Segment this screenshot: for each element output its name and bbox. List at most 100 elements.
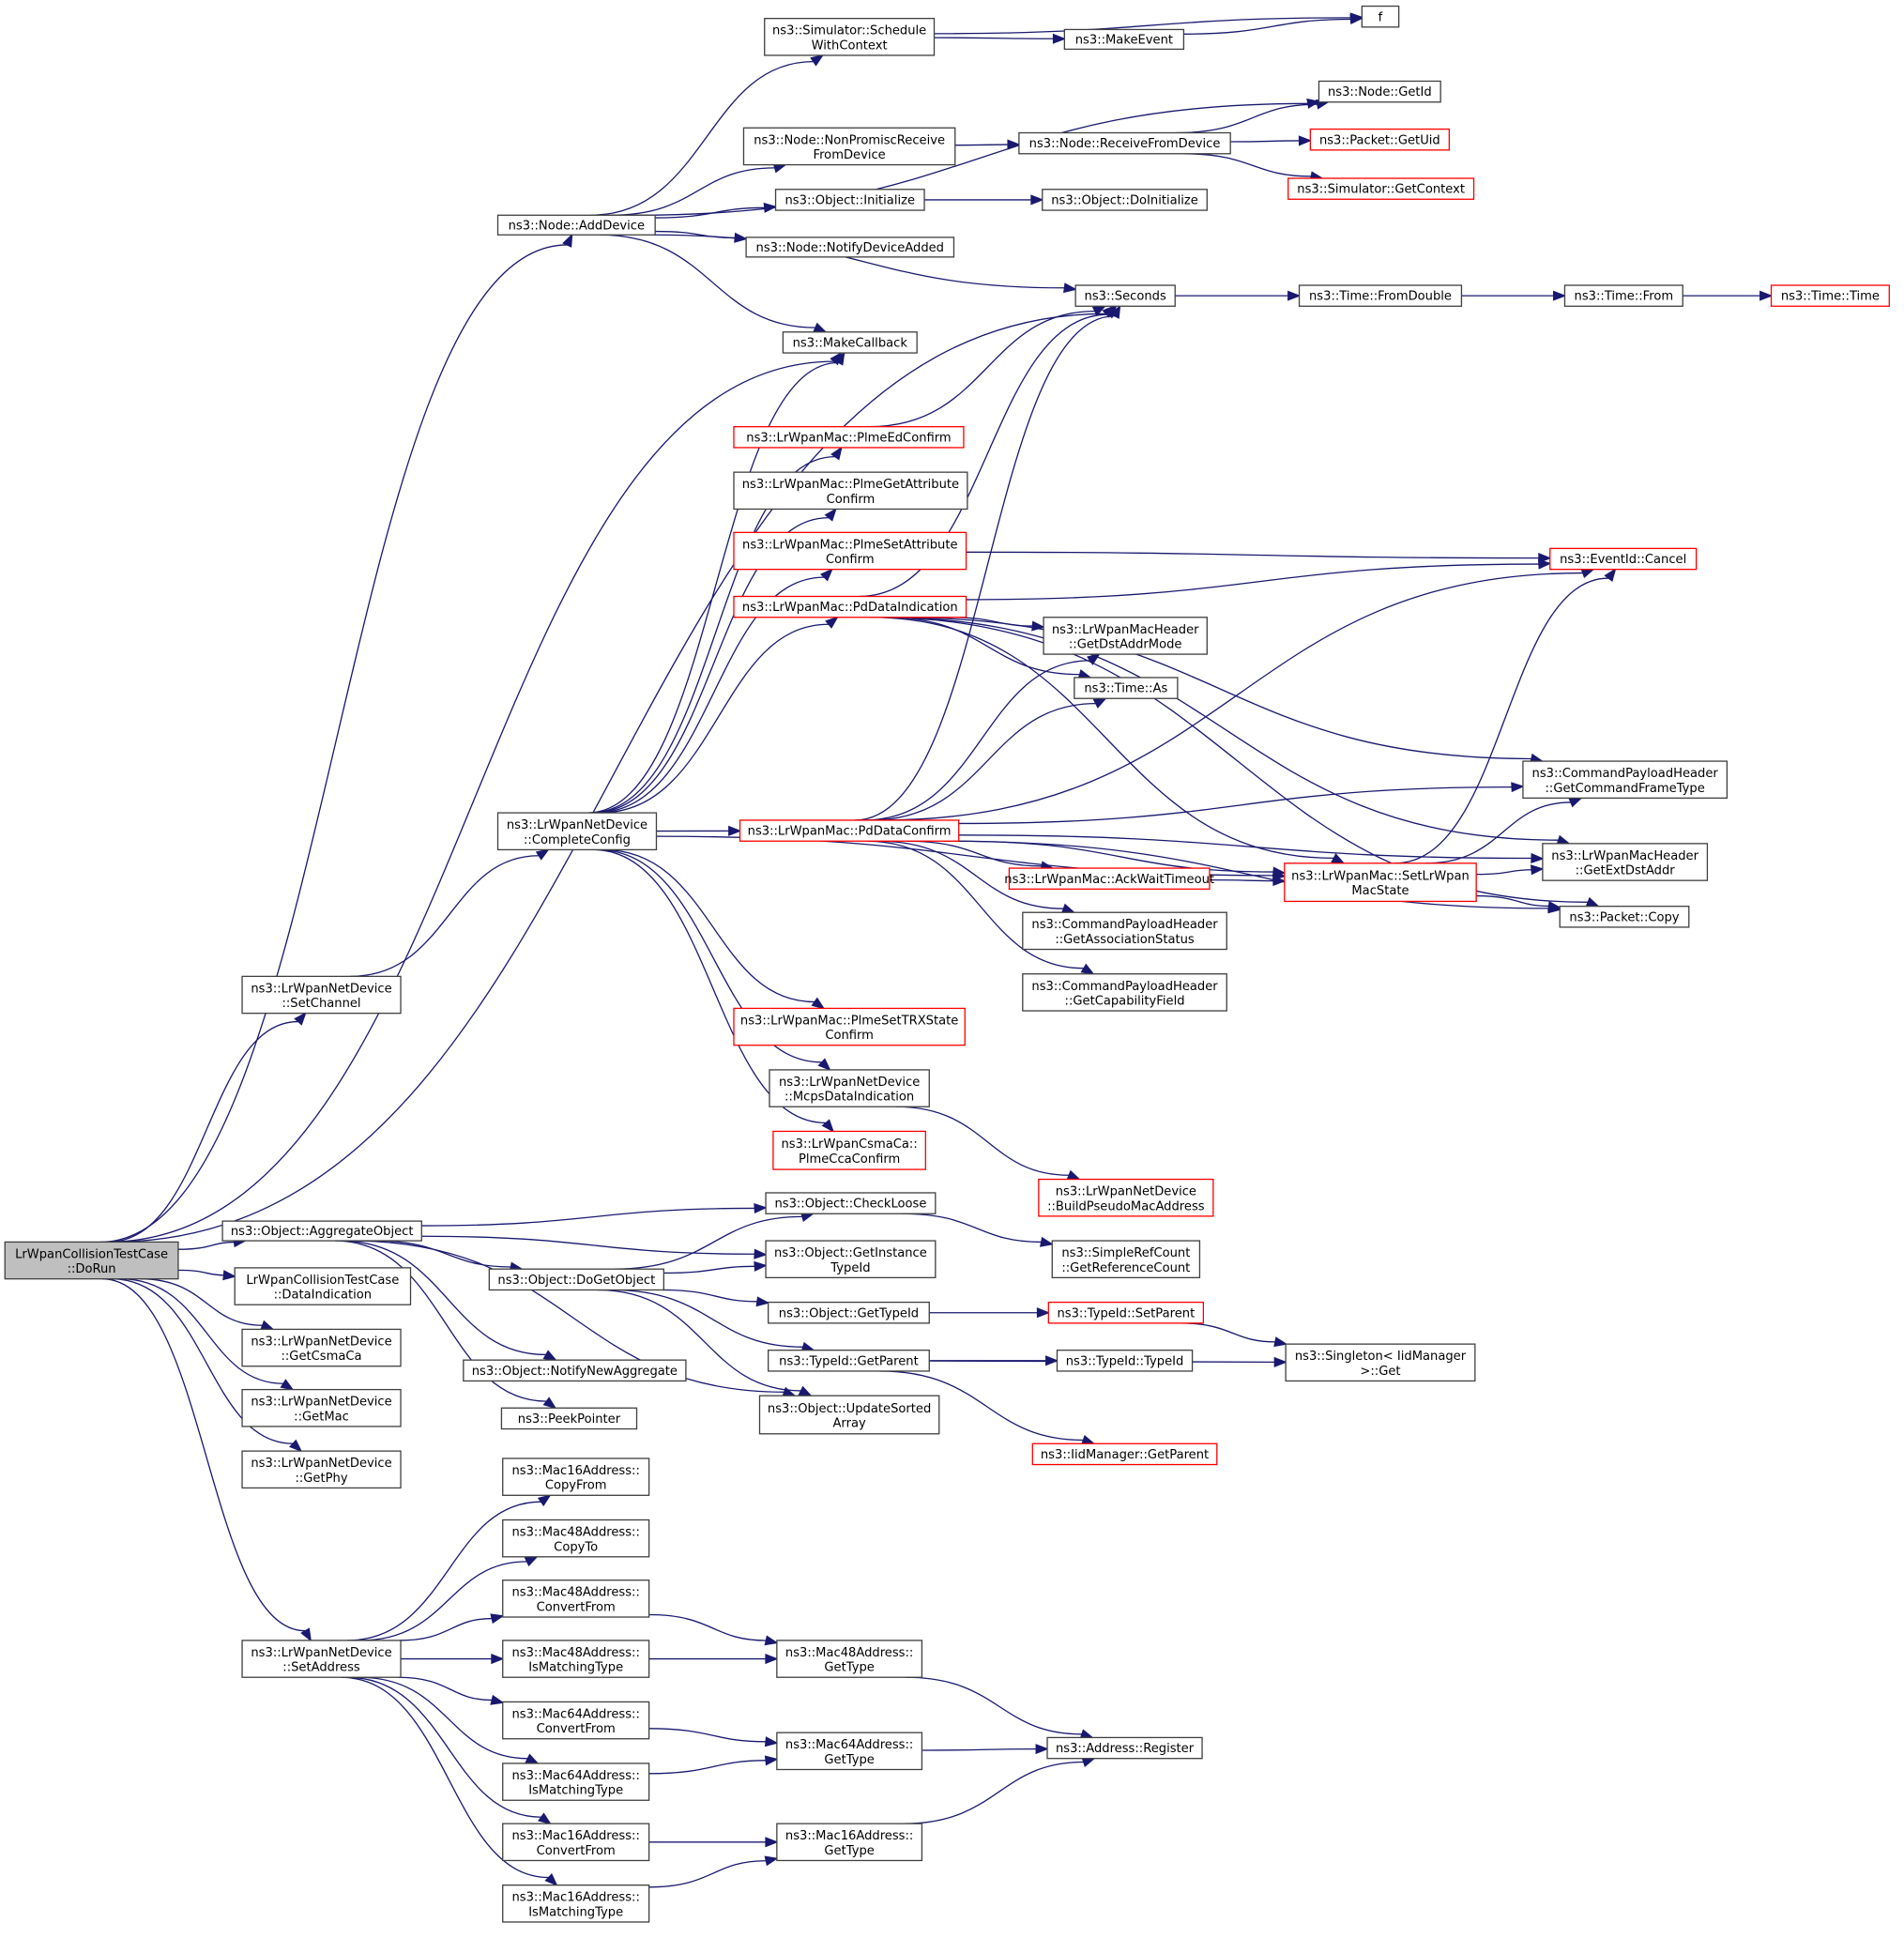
node-get-cmd-frame-type[interactable]: ns3::CommandPayloadHeader::GetCommandFra… bbox=[1522, 760, 1729, 800]
arrowhead-icon bbox=[1585, 896, 1600, 908]
node-label: ::GetCsmaCa bbox=[282, 1350, 362, 1364]
node-f[interactable]: f bbox=[1361, 5, 1400, 28]
node-get-dst-addr-mode[interactable]: ns3::LrWpanMacHeader::GetDstAddrMode bbox=[1043, 617, 1208, 655]
node-label: ns3::Object::GetTypeId bbox=[779, 1306, 919, 1320]
node-type-id-set-parent[interactable]: ns3::TypeId::SetParent bbox=[1047, 1301, 1205, 1324]
node-label: ns3::TypeId::GetParent bbox=[779, 1354, 919, 1368]
node-mcps-data-ind[interactable]: ns3::LrWpanNetDevice::McpsDataIndication bbox=[769, 1069, 930, 1107]
node-mac48-is-matching[interactable]: ns3::Mac48Address::IsMatchingType bbox=[502, 1640, 650, 1678]
node-obj-do-initialize[interactable]: ns3::Object::DoInitialize bbox=[1042, 189, 1208, 211]
arrowhead-icon bbox=[1349, 13, 1364, 25]
node-box bbox=[1284, 862, 1477, 903]
edge-line bbox=[966, 551, 1539, 559]
node-dorun[interactable]: LrWpanCollisionTestCase::DoRun bbox=[4, 1241, 179, 1280]
node-label: CopyFrom bbox=[545, 1479, 607, 1493]
node-type-id-get-parent[interactable]: ns3::TypeId::GetParent bbox=[768, 1350, 930, 1372]
node-ack-wait-timeout[interactable]: ns3::LrWpanMac::AckWaitTimeout bbox=[1004, 867, 1214, 890]
node-label: ns3::Node::NotifyDeviceAdded bbox=[756, 241, 944, 255]
node-box bbox=[733, 595, 967, 618]
node-mac16-copy-from[interactable]: ns3::Mac16Address::CopyFrom bbox=[502, 1457, 650, 1496]
node-label: ns3::LrWpanNetDevice bbox=[1056, 1185, 1196, 1199]
node-pd-data-confirm[interactable]: ns3::LrWpanMac::PdDataConfirm bbox=[739, 819, 960, 842]
node-type-id-type-id[interactable]: ns3::TypeId::TypeId bbox=[1056, 1350, 1194, 1372]
node-make-callback[interactable]: ns3::MakeCallback bbox=[782, 331, 918, 354]
node-address-register[interactable]: ns3::Address::Register bbox=[1046, 1736, 1203, 1760]
node-get-ext-dst-addr[interactable]: ns3::LrWpanMacHeader::GetExtDstAddr bbox=[1542, 843, 1709, 881]
node-time-as[interactable]: ns3::Time::As bbox=[1074, 677, 1179, 699]
node-get-cap-field[interactable]: ns3::CommandPayloadHeader::GetCapability… bbox=[1022, 973, 1227, 1012]
node-add-device[interactable]: ns3::Node::AddDevice bbox=[496, 214, 656, 236]
node-box bbox=[1542, 843, 1709, 881]
node-box bbox=[1022, 911, 1227, 951]
node-label: ns3::Object::AggregateObject bbox=[231, 1225, 414, 1239]
node-mac64-is-matching[interactable]: ns3::Mac64Address::IsMatchingType bbox=[502, 1763, 650, 1801]
edge-complete-config-to-pd-data-confirm bbox=[656, 825, 742, 836]
node-get-csma-ca[interactable]: ns3::LrWpanNetDevice::GetCsmaCa bbox=[241, 1328, 402, 1367]
node-get-phy[interactable]: ns3::LrWpanNetDevice::GetPhy bbox=[241, 1450, 402, 1489]
node-make-event[interactable]: ns3::MakeEvent bbox=[1063, 28, 1185, 51]
node-box bbox=[1361, 5, 1400, 28]
node-plme-cca-confirm[interactable]: ns3::LrWpanCsmaCa::PlmeCcaConfirm bbox=[772, 1130, 926, 1170]
node-time-time[interactable]: ns3::Time::Time bbox=[1770, 284, 1890, 307]
node-notify-device-added[interactable]: ns3::Node::NotifyDeviceAdded bbox=[745, 237, 955, 258]
node-notify-new-aggregate[interactable]: ns3::Object::NotifyNewAggregate bbox=[463, 1359, 687, 1382]
node-box bbox=[1043, 617, 1208, 655]
node-get-type-id[interactable]: ns3::Object::GetTypeId bbox=[768, 1301, 930, 1324]
node-packet-copy[interactable]: ns3::Packet::Copy bbox=[1559, 906, 1690, 928]
node-mac64-convert-from[interactable]: ns3::Mac64Address::ConvertFrom bbox=[502, 1701, 650, 1740]
edge-line bbox=[340, 1240, 546, 1356]
node-set-address[interactable]: ns3::LrWpanNetDevice::SetAddress bbox=[241, 1640, 402, 1678]
node-pd-data-indication[interactable]: ns3::LrWpanMac::PdDataIndication bbox=[733, 595, 967, 618]
node-get-mac[interactable]: ns3::LrWpanNetDevice::GetMac bbox=[241, 1388, 402, 1427]
edge-line bbox=[934, 17, 1351, 35]
node-packet-get-uid[interactable]: ns3::Packet::GetUid bbox=[1309, 128, 1451, 151]
node-mac16-get-type[interactable]: ns3::Mac16Address::GetType bbox=[776, 1823, 923, 1862]
arrowhead-icon bbox=[817, 1058, 831, 1072]
node-event-cancel[interactable]: ns3::EventId::Cancel bbox=[1549, 547, 1698, 571]
node-node-get-id[interactable]: ns3::Node::GetId bbox=[1318, 80, 1441, 103]
node-seconds[interactable]: ns3::Seconds bbox=[1074, 284, 1176, 307]
node-mac16-is-matching[interactable]: ns3::Mac16Address::IsMatchingType bbox=[502, 1885, 650, 1923]
node-label: LrWpanCollisionTestCase bbox=[246, 1274, 399, 1288]
arrowhead-icon bbox=[562, 233, 573, 248]
node-singleton-get[interactable]: ns3::Singleton< IidManager>::Get bbox=[1285, 1343, 1476, 1382]
node-mac48-get-type[interactable]: ns3::Mac48Address::GetType bbox=[776, 1640, 923, 1678]
edge-plme-ed-confirm-to-seconds bbox=[869, 305, 1107, 428]
node-mac48-convert-from[interactable]: ns3::Mac48Address::ConvertFrom bbox=[502, 1579, 650, 1618]
node-get-assoc-status[interactable]: ns3::CommandPayloadHeader::GetAssociatio… bbox=[1022, 911, 1227, 951]
node-obj-initialize[interactable]: ns3::Object::Initialize bbox=[774, 189, 925, 211]
node-time-from-double[interactable]: ns3::Time::FromDouble bbox=[1298, 284, 1463, 307]
node-sim-get-context[interactable]: ns3::Simulator::GetContext bbox=[1287, 177, 1475, 200]
node-complete-config[interactable]: ns3::LrWpanNetDevice::CompleteConfig bbox=[496, 812, 658, 851]
node-peek-pointer[interactable]: ns3::PeekPointer bbox=[500, 1407, 638, 1430]
node-mac64-get-type[interactable]: ns3::Mac64Address::GetType bbox=[776, 1732, 923, 1771]
node-get-ref-count[interactable]: ns3::SimpleRefCount::GetReferenceCount bbox=[1051, 1240, 1201, 1279]
node-do-get-object[interactable]: ns3::Object::DoGetObject bbox=[488, 1268, 664, 1291]
edge-set-lr-wpan-mac-state-to-get-ext-dst-addr bbox=[1476, 864, 1545, 876]
node-build-pseudo-mac[interactable]: ns3::LrWpanNetDevice::BuildPseudoMacAddr… bbox=[1038, 1178, 1214, 1217]
node-mac48-copy-to[interactable]: ns3::Mac48Address::CopyTo bbox=[502, 1518, 650, 1558]
edge-line bbox=[589, 455, 836, 814]
node-mac16-convert-from[interactable]: ns3::Mac16Address::ConvertFrom bbox=[502, 1823, 650, 1862]
node-box bbox=[769, 1069, 930, 1107]
node-plme-ed-confirm[interactable]: ns3::LrWpanMac::PlmeEdConfirm bbox=[733, 426, 965, 449]
node-check-loose[interactable]: ns3::Object::CheckLoose bbox=[765, 1192, 937, 1214]
edge-line bbox=[877, 840, 1064, 909]
arrowhead-icon bbox=[1080, 963, 1095, 975]
node-iid-get-parent[interactable]: ns3::IidManager::GetParent bbox=[1031, 1442, 1218, 1466]
node-label: ::GetAssociationStatus bbox=[1055, 933, 1195, 947]
node-data-indication[interactable]: LrWpanCollisionTestCase::DataIndication bbox=[234, 1267, 412, 1305]
node-time-from[interactable]: ns3::Time::From bbox=[1563, 284, 1683, 307]
node-set-channel[interactable]: ns3::LrWpanNetDevice::SetChannel bbox=[241, 975, 402, 1015]
node-receive-from-device[interactable]: ns3::Node::ReceiveFromDevice bbox=[1018, 131, 1231, 155]
node-aggregate-object[interactable]: ns3::Object::AggregateObject bbox=[221, 1220, 422, 1242]
node-box bbox=[782, 331, 918, 354]
